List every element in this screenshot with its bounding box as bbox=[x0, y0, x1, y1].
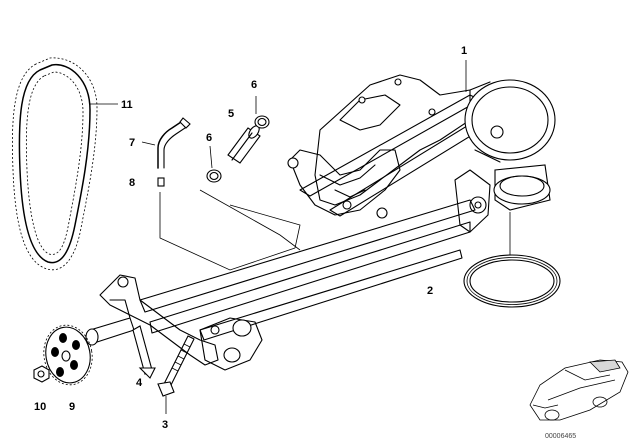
o-ring-lower[interactable] bbox=[206, 169, 222, 183]
plug-screw[interactable] bbox=[157, 177, 165, 187]
bushing[interactable] bbox=[132, 325, 156, 379]
timing-chain[interactable] bbox=[12, 57, 98, 271]
callout-9: 9 bbox=[69, 401, 75, 413]
callout-2: 2 bbox=[427, 285, 433, 297]
callout-8: 8 bbox=[129, 177, 135, 189]
o-ring-upper[interactable] bbox=[254, 115, 270, 129]
callout-1: 1 bbox=[461, 45, 467, 57]
callout-6-upper: 6 bbox=[251, 79, 257, 91]
guide-sleeve[interactable] bbox=[227, 124, 261, 164]
oil-pump-body[interactable] bbox=[85, 74, 556, 371]
diagram-code: 00006465 bbox=[545, 433, 576, 440]
drive-sprocket[interactable] bbox=[39, 321, 97, 388]
callout-4: 4 bbox=[136, 377, 143, 389]
assembly-guide-lines bbox=[159, 189, 511, 271]
callout-7: 7 bbox=[129, 137, 135, 149]
gasket-ring[interactable] bbox=[463, 254, 561, 308]
callout-11: 11 bbox=[121, 99, 133, 111]
vehicle-thumbnail bbox=[522, 346, 636, 442]
hex-nut[interactable] bbox=[33, 365, 50, 383]
callout-5: 5 bbox=[228, 108, 234, 120]
callout-10: 10 bbox=[34, 401, 46, 413]
callout-3: 3 bbox=[162, 419, 168, 431]
hex-bolt[interactable] bbox=[157, 335, 195, 397]
oil-pipe[interactable] bbox=[157, 117, 191, 169]
callout-6-lower: 6 bbox=[206, 132, 212, 144]
